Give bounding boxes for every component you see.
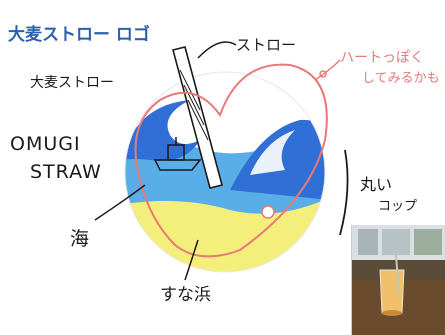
label-heart-1: ハートっぽく [340, 50, 424, 66]
heart-outline-icon [134, 63, 328, 258]
boat-icon [153, 137, 202, 171]
label-sea: 海 [70, 228, 89, 250]
logo-title: 大麦ストロー ロゴ [8, 24, 150, 45]
photo-illustration [352, 225, 445, 335]
label-sand: すな浜 [160, 285, 211, 305]
label-straw: ストロー [236, 36, 296, 54]
label-cup-2: コップ [378, 199, 417, 214]
label-omugi-en-2: STRAW [30, 161, 102, 183]
reference-photo [351, 225, 445, 335]
label-cup-1: 丸い [360, 175, 392, 194]
straw-icon [172, 46, 223, 189]
label-omugi-en-1: OMUGI [10, 133, 81, 155]
label-omugi-jp: 大麦ストロー [30, 75, 114, 91]
logo-circle [125, 72, 325, 272]
label-heart-2: してみるかも [362, 71, 440, 86]
